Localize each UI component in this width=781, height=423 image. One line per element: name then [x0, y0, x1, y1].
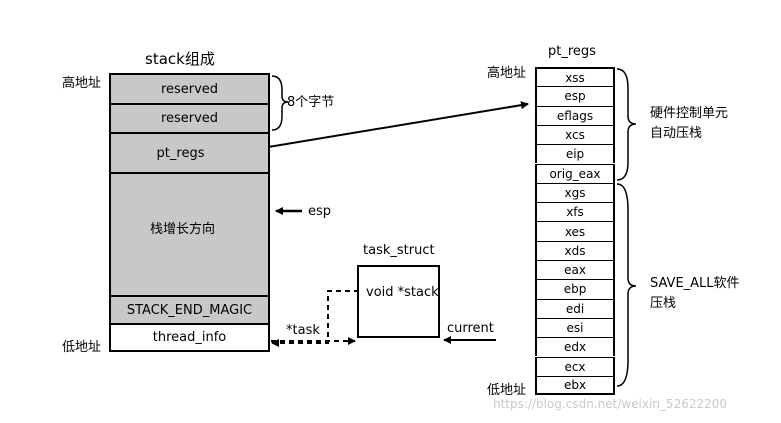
hw-group-brace: [616, 68, 637, 181]
save-all-group-label-line2: 压栈: [650, 296, 677, 311]
stack-low-address-label: 低地址: [62, 340, 102, 355]
register-ecx: ecx: [535, 356, 615, 376]
task-struct-stack-field: void *stack: [366, 285, 439, 300]
register-esi: esi: [535, 317, 615, 338]
hw-group-label-line1: 硬件控制单元: [650, 106, 729, 121]
register-eip: eip: [535, 144, 615, 164]
esp-label: esp: [308, 204, 332, 219]
kernel-stack: reserved reserved pt_regs 栈增长方向 STACK_EN…: [109, 73, 270, 352]
current-label: current: [447, 321, 494, 336]
register-edx: edx: [535, 337, 615, 357]
register-eflags: eflags: [535, 105, 615, 125]
register-edi: edi: [535, 298, 615, 318]
register-xgs: xgs: [535, 182, 615, 203]
pt-regs-pointer-arrow: [231, 101, 529, 154]
stack-cell-label: pt_regs: [156, 145, 205, 161]
stack-pointer-dashed-arrow: [271, 290, 359, 347]
stack-cell-reserved-2: reserved: [109, 103, 270, 132]
register-eax: eax: [535, 260, 615, 280]
stack-cell-pt-regs: pt_regs: [109, 132, 270, 172]
task-pointer-label: *task: [286, 323, 320, 338]
stack-title: stack组成: [145, 50, 215, 68]
stack-cell-label: reserved: [160, 111, 219, 126]
register-ebx: ebx: [535, 375, 615, 396]
stack-cell-thread-info: thread_info: [109, 323, 270, 352]
regs-low-address-label: 低地址: [487, 383, 527, 398]
save-all-group-brace: [616, 183, 637, 387]
stack-cell-end-magic: STACK_END_MAGIC: [109, 295, 270, 323]
stack-high-address-label: 高地址: [62, 76, 102, 91]
register-xfs: xfs: [535, 202, 615, 222]
stack-growth-label: 栈增长方向: [149, 222, 215, 237]
register-ebp: ebp: [535, 279, 615, 299]
task-struct-title: task_struct: [363, 243, 435, 258]
regs-high-address-label: 高地址: [487, 66, 527, 81]
reserved-size-note: 8个字节: [287, 95, 335, 110]
task-struct-box: void *stack: [357, 265, 440, 338]
reserved-brace: [271, 75, 289, 131]
register-xes: xes: [535, 221, 615, 241]
stack-cell-label: reserved: [160, 81, 219, 97]
register-esp: esp: [535, 86, 615, 106]
register-xss: xss: [535, 67, 615, 87]
stack-cell-free-area: 栈增长方向: [109, 172, 270, 295]
register-xds: xds: [535, 240, 615, 260]
watermark: https://blog.csdn.net/weixin_52622200: [493, 397, 728, 411]
save-all-group-label-line1: SAVE_ALL软件: [650, 276, 740, 291]
pt-regs-title: pt_regs: [548, 44, 596, 59]
stack-cell-label: STACK_END_MAGIC: [126, 302, 253, 318]
hw-group-label-line2: 自动压栈: [650, 126, 703, 141]
stack-cell-label: thread_info: [152, 330, 227, 345]
stack-cell-reserved-1: reserved: [109, 73, 270, 103]
register-xcs: xcs: [535, 124, 615, 145]
register-orig-eax: orig_eax: [535, 163, 615, 183]
